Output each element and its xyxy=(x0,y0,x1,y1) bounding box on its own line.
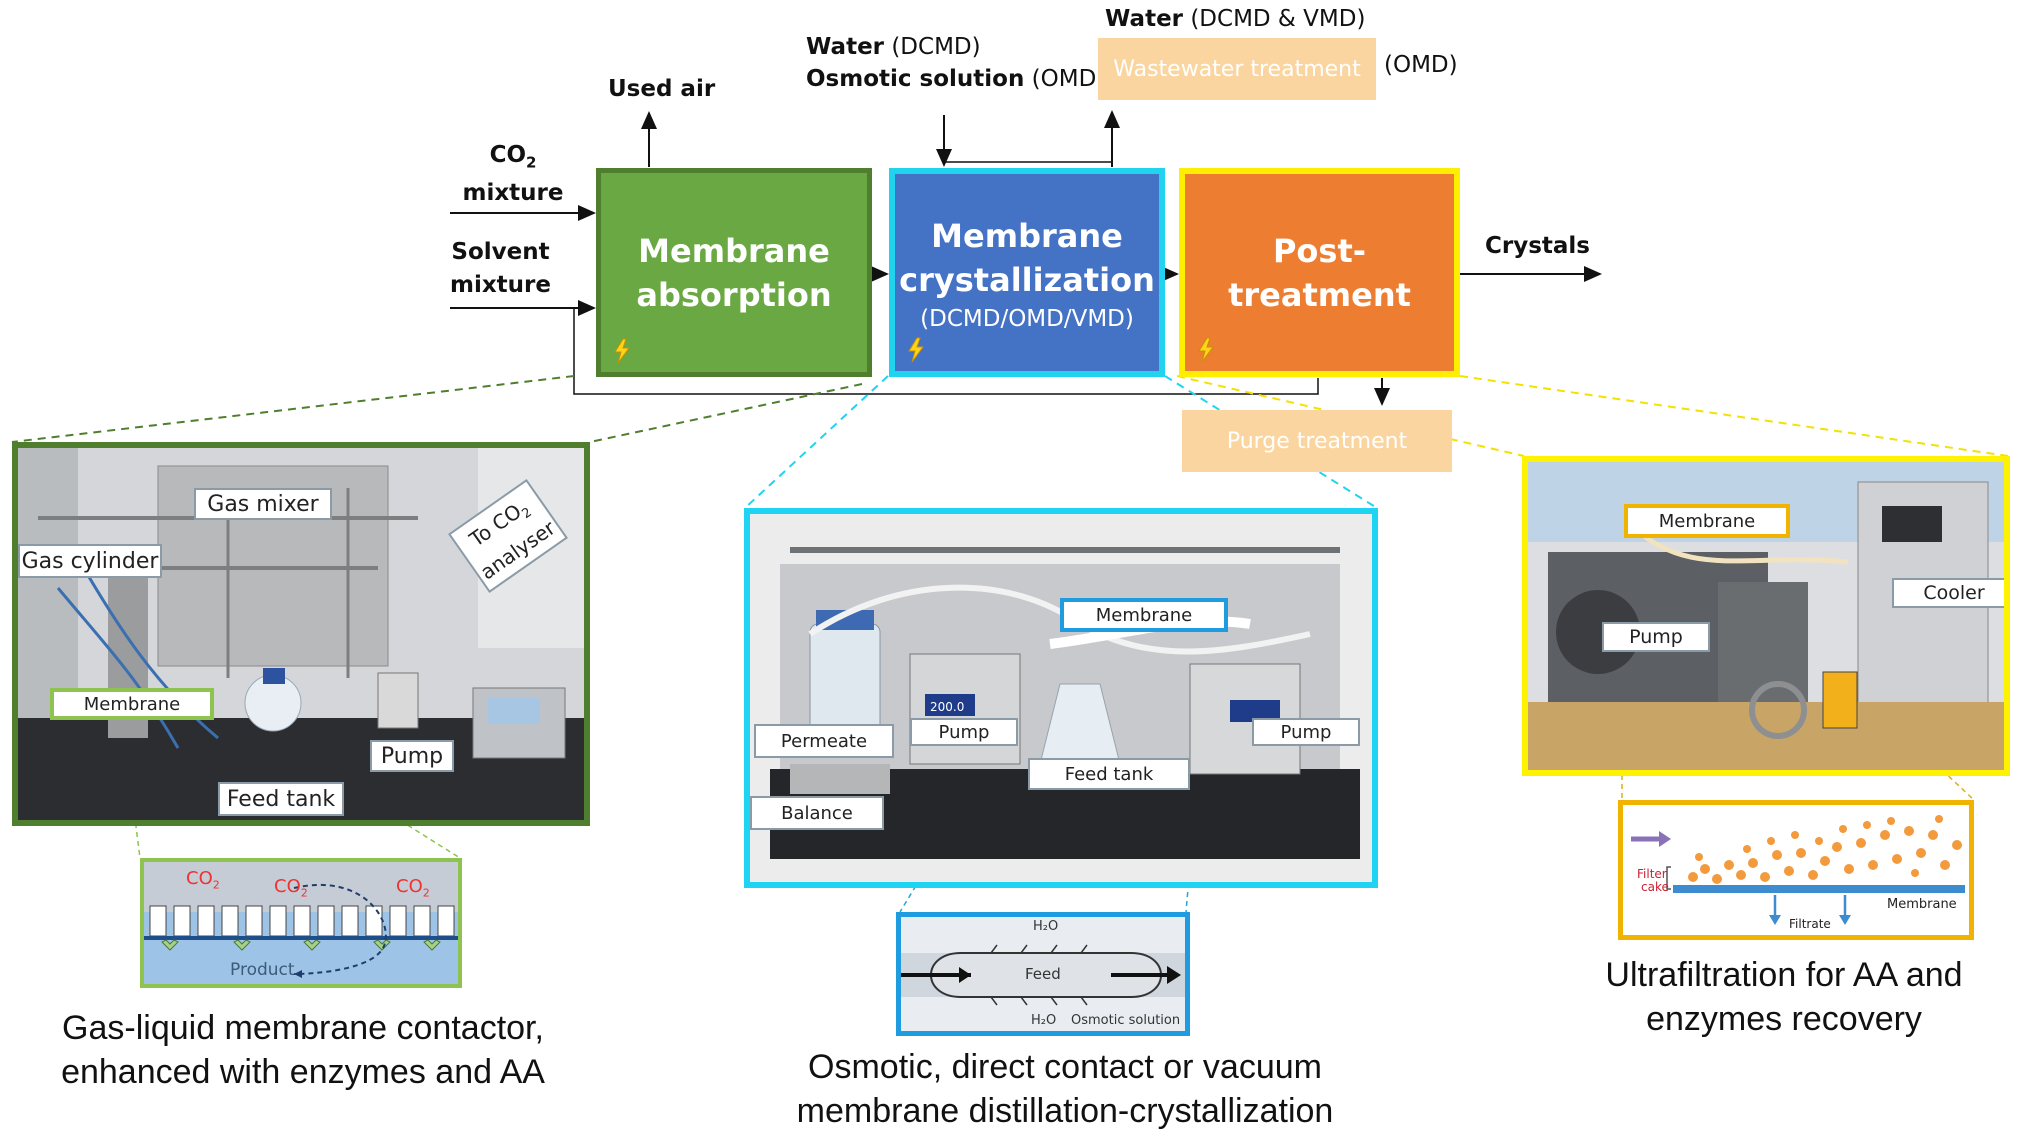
water-dcmd-bold: Water xyxy=(806,34,885,60)
lightning-icon xyxy=(614,338,630,364)
inset-osmotic-label: Osmotic solution xyxy=(1071,1013,1181,1028)
md-channel-schematic xyxy=(901,917,1185,1031)
inset-co2-b-sub: 2 xyxy=(300,886,308,900)
inset-product-label: Product xyxy=(230,960,295,980)
right-caption: Ultrafiltration for AA and enzymes recov… xyxy=(1530,953,2018,1041)
water-top-bold: Water xyxy=(1105,6,1184,32)
cooler-tag: Cooler xyxy=(1892,578,2004,608)
co2-text: CO xyxy=(489,142,526,168)
membrane-crystallization-box: Membrane crystallization (DCMD/OMD/VMD) xyxy=(889,168,1165,377)
left-caption-line2: enhanced with enzymes and AA xyxy=(61,1053,545,1091)
inset-co2-a: CO2 xyxy=(186,868,220,892)
pump-left-tag: Pump xyxy=(910,718,1018,746)
water-top-rest: (DCMD & VMD) xyxy=(1190,6,1366,32)
inset-co2-c-text: CO xyxy=(396,876,423,897)
osmotic-bold: Osmotic solution xyxy=(806,66,1025,92)
middle-caption-line2: membrane distillation-crystallization xyxy=(796,1092,1334,1130)
absorption-line1: Membrane xyxy=(638,231,830,270)
inset-co2-c: CO2 xyxy=(396,876,430,900)
inset-membrane-label: Membrane xyxy=(1887,897,1957,912)
membrane-contactor-inset: CO2 CO2 CO2 Product xyxy=(140,858,462,988)
osmotic-rest: (OMD) xyxy=(1031,66,1106,92)
filter-cake-inset: Filter cake Membrane Filtrate xyxy=(1618,800,1974,940)
inset-co2-b-text: CO xyxy=(274,876,301,897)
ultrafiltration-setup-photo: Membrane Cooler Pump xyxy=(1522,456,2010,776)
crystallization-line2: crystallization xyxy=(899,260,1155,299)
crystallization-line1: Membrane xyxy=(931,216,1123,255)
co2-mixture-label: CO2 mixture xyxy=(458,140,568,208)
middle-caption-line1: Osmotic, direct contact or vacuum xyxy=(808,1048,1322,1086)
gas-mixer-tag: Gas mixer xyxy=(194,488,332,520)
membrane-tag: Membrane xyxy=(50,688,214,720)
inset-co2-a-sub: 2 xyxy=(212,878,220,892)
inset-co2-c-sub: 2 xyxy=(422,886,430,900)
post-treatment-box: Post-treatment xyxy=(1179,168,1460,377)
osmotic-solution-label: Osmotic solution (OMD) xyxy=(806,66,1105,92)
wastewater-treatment-box: Wastewater treatment xyxy=(1098,38,1376,100)
inset-feed-label: Feed xyxy=(1025,965,1061,983)
water-dcmd-vmd-label: Water (DCMD & VMD) xyxy=(1105,6,1365,32)
pump-right-tag: Pump xyxy=(1252,718,1360,746)
water-dcmd-rest: (DCMD) xyxy=(891,34,981,60)
crystals-label: Crystals xyxy=(1485,233,1590,259)
membrane-absorption-box: Membrane absorption xyxy=(596,168,872,377)
purge-treatment-box: Purge treatment xyxy=(1182,410,1452,472)
solvent-mixture-label: Solvent mixture xyxy=(448,236,553,302)
used-air-label: Used air xyxy=(608,76,716,102)
pump-tag: Pump xyxy=(1602,622,1710,652)
middle-caption: Osmotic, direct contact or vacuum membra… xyxy=(720,1045,1410,1133)
pump-tag: Pump xyxy=(370,740,454,772)
solvent-mixture-text: mixture xyxy=(450,272,551,298)
balance-tag: Balance xyxy=(750,796,884,830)
feed-tank-tag: Feed tank xyxy=(218,782,344,816)
gas-cylinder-tag: Gas cylinder xyxy=(18,544,162,578)
filter-cake-schematic xyxy=(1631,815,1965,925)
co2-mixture-text: mixture xyxy=(462,179,564,206)
lightning-icon xyxy=(908,337,924,363)
feed-tank-tag: Feed tank xyxy=(1028,758,1190,790)
md-channel-inset: H₂O Feed H₂O Osmotic solution xyxy=(896,912,1190,1036)
inset-co2-b: CO2 xyxy=(274,876,308,900)
pump-display: 200.0 xyxy=(930,700,965,714)
post-treatment-title: Post-treatment xyxy=(1228,231,1411,314)
inset-filter-label: Filter xyxy=(1637,867,1667,881)
inset-h2o-bottom: H₂O xyxy=(1031,1013,1057,1028)
right-caption-line2: enzymes recovery xyxy=(1646,1000,1922,1038)
absorption-line2: absorption xyxy=(636,275,832,314)
water-dcmd-label: Water (DCMD) xyxy=(806,34,981,60)
lightning-icon xyxy=(1198,337,1214,363)
inset-co2-a-text: CO xyxy=(186,868,213,889)
inset-h2o-top: H₂O xyxy=(1033,919,1059,934)
right-caption-line1: Ultrafiltration for AA and xyxy=(1605,956,1963,994)
left-caption: Gas-liquid membrane contactor, enhanced … xyxy=(10,1006,596,1094)
inset-filtrate-label: Filtrate xyxy=(1789,917,1831,931)
gas-liquid-setup-photo: Gas mixer Gas cylinder To CO2 analyser M… xyxy=(12,442,590,826)
distillation-setup-photo: Membrane Permeate Pump Pump Feed tank Ba… xyxy=(744,508,1378,888)
co2-subscript: 2 xyxy=(526,153,537,172)
membrane-tag: Membrane xyxy=(1060,598,1228,632)
membrane-tag: Membrane xyxy=(1624,504,1790,538)
omd-label: (OMD) xyxy=(1384,52,1458,78)
crystallization-sub: (DCMD/OMD/VMD) xyxy=(920,305,1134,332)
permeate-tag: Permeate xyxy=(754,724,894,758)
contactor-schematic xyxy=(144,862,458,984)
solvent-text: Solvent xyxy=(451,239,550,265)
left-caption-line1: Gas-liquid membrane contactor, xyxy=(62,1009,544,1047)
inset-cake-label: cake xyxy=(1641,880,1669,894)
